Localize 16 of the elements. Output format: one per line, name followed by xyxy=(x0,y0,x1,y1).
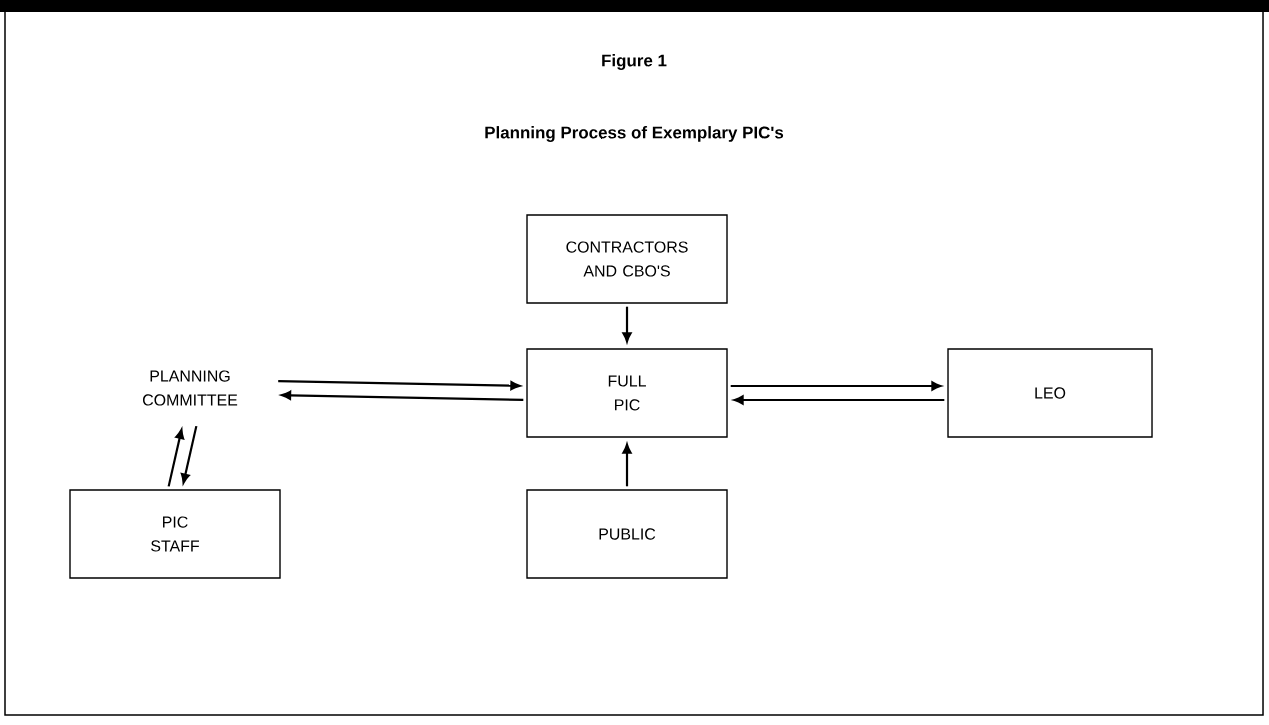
arrow xyxy=(622,443,632,487)
arrow xyxy=(278,379,521,391)
arrow xyxy=(180,425,198,484)
arrow xyxy=(730,381,942,391)
arrow xyxy=(622,306,632,343)
node-label: PLANNING COMMITTEE xyxy=(143,370,238,406)
process-box: CONTRACTORS AND CBO'S xyxy=(526,214,728,304)
figure-subtitle: Planning Process of Exemplary PIC's xyxy=(485,126,784,142)
arrow xyxy=(281,390,524,402)
arrow xyxy=(733,395,945,405)
process-box: LEO xyxy=(947,348,1153,438)
process-box: PUBLIC xyxy=(526,489,728,579)
arrow xyxy=(167,428,185,487)
process-box: FULL PIC xyxy=(526,348,728,438)
process-box: PIC STAFF xyxy=(69,489,281,579)
figure-title: Figure 1 xyxy=(602,54,667,70)
